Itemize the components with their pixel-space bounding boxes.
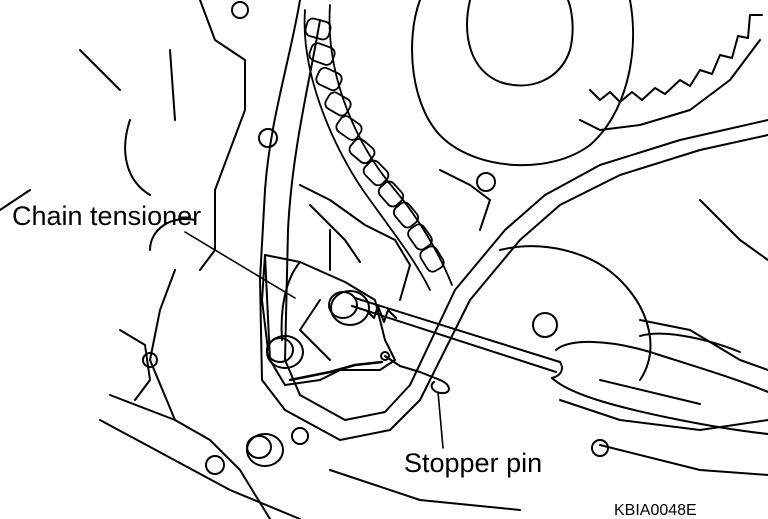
- timing-chain: [303, 4, 453, 291]
- leader-lines: [184, 231, 444, 449]
- chain-tensioner-body: [261, 184, 411, 386]
- chain-tensioner-label: Chain tensioner: [12, 201, 202, 231]
- stopper-pin-drawing: [380, 351, 450, 395]
- screwdriver: [351, 297, 768, 435]
- figure-code: KBIA0048E: [614, 502, 697, 519]
- stopper-pin-label: Stopper pin: [404, 448, 543, 478]
- cam-sprocket: [411, 0, 763, 167]
- bolts-and-holes: [142, 1, 609, 475]
